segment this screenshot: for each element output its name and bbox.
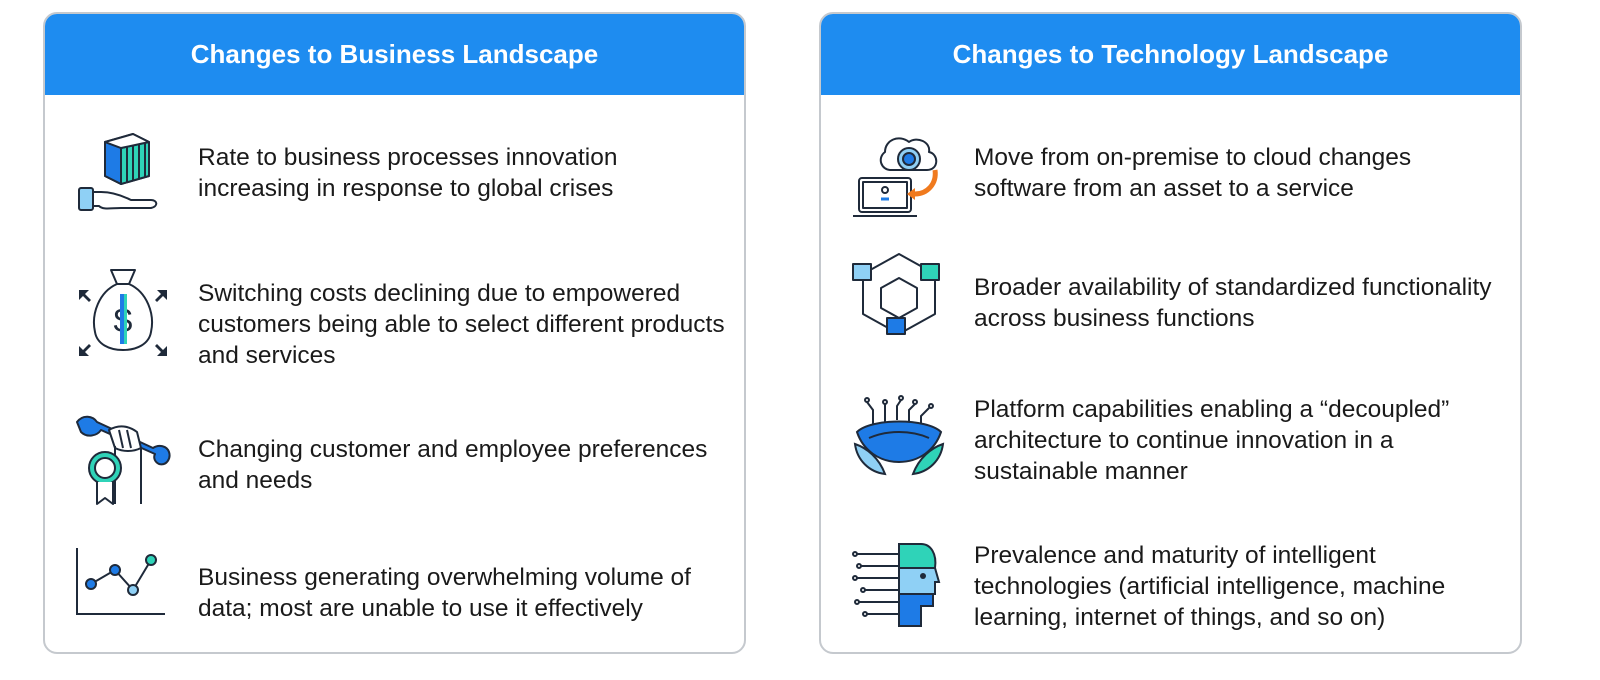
technology-item-4-text: Prevalence and maturity of intelligent t… [974,542,1446,631]
hand-holding-box-icon [75,126,171,222]
money-bag-arrows-icon: $ [75,266,171,362]
technology-item-2-text: Broader availability of standardized fun… [974,274,1492,332]
business-landscape-panel: Changes to Business Landscape Rate to bu… [43,12,746,654]
leaf-circuit-icon [851,382,947,478]
cloud-laptop-icon [851,126,947,222]
ai-head-icon [851,536,947,632]
technology-landscape-panel: Changes to Technology Landscape Move fro… [819,12,1522,654]
business-panel-title: Changes to Business Landscape [45,14,744,95]
technology-panel-title: Changes to Technology Landscape [821,14,1520,95]
business-item-3-text: Changing customer and employee preferenc… [198,436,708,494]
business-item-2-text: Switching costs declining due to empower… [198,280,725,369]
hexagon-cubes-icon [851,250,947,346]
business-item-4-text: Business generating overwhelming volume … [198,564,691,622]
line-chart-icon [75,544,171,640]
business-item-1-text: Rate to business processes innovation in… [198,144,618,202]
technology-item-1-text: Move from on-premise to cloud changes so… [974,144,1412,202]
technology-item-3-text: Platform capabilities enabling a “decoup… [974,396,1450,485]
wrench-award-icon [75,412,171,508]
